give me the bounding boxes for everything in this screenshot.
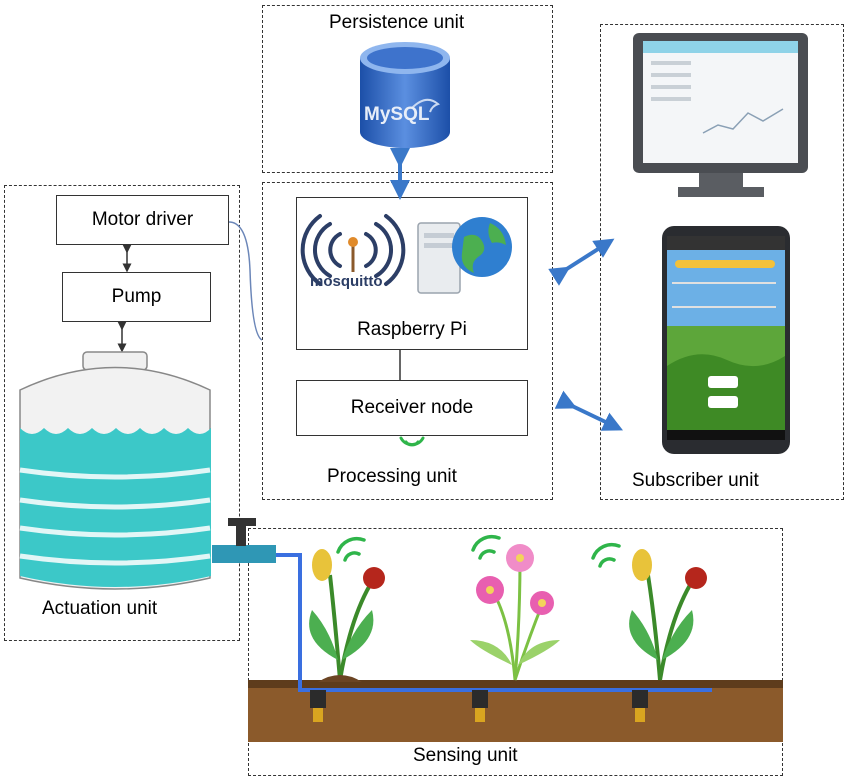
subscriber-unit-label: Subscriber unit [632, 470, 759, 491]
motor-driver-label: Motor driver [91, 209, 194, 230]
plant-1 [309, 549, 385, 682]
phone-icon [662, 226, 790, 454]
plant-3 [629, 549, 707, 681]
pump-label: Pump [111, 286, 162, 307]
raspberry-pi-label: Raspberry Pi [357, 319, 467, 340]
receiver-node-label: Receiver node [350, 397, 474, 418]
monitor-icon [633, 33, 808, 197]
wifi-icon [399, 436, 425, 447]
server-globe-icon [417, 217, 512, 294]
receiver-node-box: Receiver node [296, 380, 528, 436]
sensing-unit-label: Sensing unit [413, 745, 518, 766]
water-tank-icon [19, 351, 211, 590]
pump-box: Pump [62, 272, 211, 322]
mosquitto-icon [300, 214, 406, 286]
persistence-unit-label: Persistence unit [329, 12, 465, 33]
mosquitto-logo: mosquitto [310, 273, 383, 290]
motor-driver-box: Motor driver [56, 195, 229, 245]
sensing-unit-container [248, 528, 783, 776]
actuation-unit-label: Actuation unit [42, 598, 158, 619]
actuation-unit-container [4, 185, 240, 641]
plant-2 [470, 544, 560, 681]
database-icon [360, 42, 450, 148]
processing-unit-label: Processing unit [327, 466, 457, 487]
mysql-logo: MySQL [364, 104, 430, 125]
soil-sensors [310, 690, 648, 722]
